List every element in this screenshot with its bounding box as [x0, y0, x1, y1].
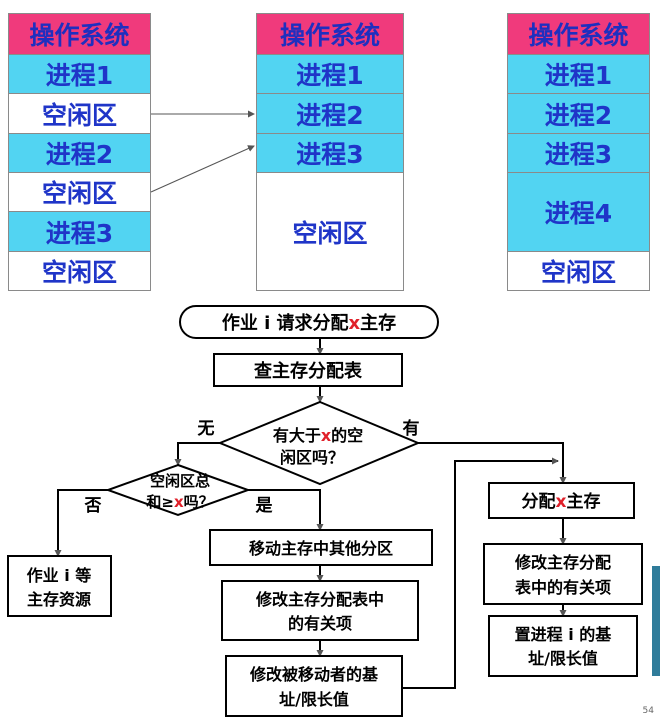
start-terminator [179, 305, 439, 339]
partition-process: 进程3 [9, 212, 150, 252]
partition-process: 进程1 [257, 55, 403, 94]
partition-process: 进程3 [257, 134, 403, 173]
label-none: 无 [197, 419, 215, 439]
decision-total-free [105, 463, 251, 517]
move-text: 移动主存中其他分区 [249, 539, 393, 558]
modify-table-box [483, 543, 643, 605]
partition-process: 进程2 [508, 94, 649, 134]
wait-line2: 主存资源 [27, 590, 91, 609]
partition-process: 进程1 [9, 55, 150, 94]
partition-process: 进程3 [508, 134, 649, 173]
update-table-line2: 的有关项 [288, 614, 352, 633]
partition-free: 空闲区 [9, 252, 150, 290]
compaction-arrow [150, 145, 255, 193]
allocate-box [488, 482, 635, 519]
memory-after-allocation: 操作系统 进程1 进程2 进程3 进程4 空闲区 [507, 13, 650, 291]
decision1-line2: 闲区吗？ [280, 448, 344, 467]
wait-box [7, 555, 112, 617]
edge-image-fragment [652, 566, 660, 676]
partition-free: 空闲区 [508, 252, 649, 290]
wait-line1: 作业 i 等 [27, 566, 92, 585]
lookup-box [213, 353, 403, 387]
memory-before-compaction: 操作系统 进程1 空闲区 进程2 空闲区 进程3 空闲区 [8, 13, 151, 291]
partition-process: 进程2 [257, 94, 403, 134]
decision-large-free-area [217, 400, 421, 486]
memory-after-compaction: 操作系统 进程1 进程2 进程3 空闲区 [256, 13, 404, 291]
decision2-line2: 和≥x吗？ [146, 493, 213, 511]
set-base-line2: 址/限长值 [528, 649, 598, 668]
decision1-line1: 有大于x的空 [273, 426, 363, 445]
lookup-text: 查主存分配表 [254, 360, 363, 382]
label-yes: 有 [403, 418, 420, 439]
partition-os: 操作系统 [9, 14, 150, 55]
update-moved-line2: 址/限长值 [279, 690, 349, 709]
partition-os: 操作系统 [508, 14, 649, 55]
update-table-box [221, 580, 419, 641]
modify-line1: 修改主存分配 [514, 553, 611, 572]
update-moved-box [225, 655, 403, 717]
update-moved-line1: 修改被移动者的基 [249, 665, 379, 684]
partition-process: 进程4 [508, 173, 649, 252]
page-number: 54 [642, 706, 654, 716]
partition-free: 空闲区 [257, 173, 403, 290]
update-table-line1: 修改主存分配表中 [255, 590, 384, 609]
set-base-box [488, 615, 638, 677]
decision2-line1: 空闲区总 [150, 472, 210, 490]
label-no: 否 [84, 496, 102, 516]
partition-process: 进程2 [9, 134, 150, 173]
modify-line2: 表中的有关项 [514, 578, 611, 597]
partition-free: 空闲区 [9, 94, 150, 134]
partition-process: 进程1 [508, 55, 649, 94]
set-base-line1: 置进程 i 的基 [515, 625, 613, 644]
move-partitions-box [209, 529, 433, 566]
allocate-text: 分配x主存 [522, 491, 601, 512]
partition-os: 操作系统 [257, 14, 403, 55]
start-text: 作业 i 请求分配x主存 [222, 312, 396, 334]
label-yes2: 是 [256, 496, 273, 516]
partition-free: 空闲区 [9, 173, 150, 212]
